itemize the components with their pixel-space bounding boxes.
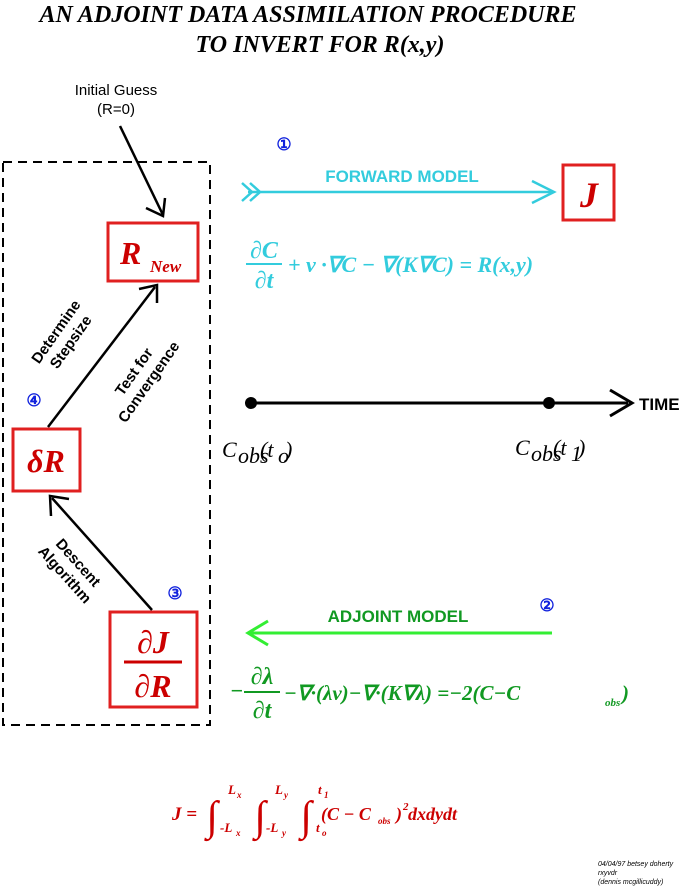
forward-arrow-tail xyxy=(241,182,262,202)
cost-int3-top: t xyxy=(318,782,322,797)
cost-body: (C − C xyxy=(321,804,372,825)
cost-int3-bot: t xyxy=(316,820,320,835)
forward-arrow-head xyxy=(531,179,557,205)
cost-int1-bot: -L xyxy=(220,820,232,835)
obs-t1-close: ) xyxy=(576,435,585,460)
adjoint-arrow-head xyxy=(245,619,269,647)
initial-guess-value: (R=0) xyxy=(97,101,135,118)
obs-t1-arg: (t xyxy=(553,435,567,460)
descent-arrow xyxy=(51,497,153,611)
adjoint-model-label: ADJOINT MODEL xyxy=(328,607,469,626)
time-label: TIME xyxy=(639,395,680,414)
cost-int3-bot-sub: o xyxy=(322,828,327,838)
update-arrow xyxy=(47,286,156,428)
forward-eq-numerator: ∂C xyxy=(250,238,279,264)
cost-lead: J = xyxy=(171,804,197,825)
determine-stepsize-label: Determine Stepsize xyxy=(28,297,95,372)
adjoint-eq-minus: − xyxy=(230,678,243,703)
obs-t0-arg-subscript: o xyxy=(278,443,289,468)
j-box xyxy=(561,163,616,222)
cost-integral-1: ∫ xyxy=(204,794,221,842)
step-2-marker: ② xyxy=(539,596,554,615)
initial-guess-label: Initial Guess xyxy=(75,82,158,99)
forward-eq-rest: + v ·∇C − ∇(K∇C) = R(x,y) xyxy=(288,252,533,277)
obs-point-t1 xyxy=(543,397,555,409)
cost-int2-top: L xyxy=(274,782,283,797)
cost-tail: dxdydt xyxy=(408,804,458,824)
cost-int2-bot-sub: y xyxy=(281,828,287,838)
dj-dr-box xyxy=(108,610,199,709)
cost-int1-bot-sub: x xyxy=(235,828,241,838)
r-new-subscript: New xyxy=(149,257,182,276)
cost-body-sub: obs xyxy=(378,816,391,826)
initial-guess-arrow xyxy=(118,125,165,216)
cost-int3-top-sub: 1 xyxy=(324,790,329,800)
cost-power: 2 xyxy=(402,801,409,813)
cost-int1-top: L xyxy=(227,782,236,797)
title-line-2: TO INVERT FOR R(x,y) xyxy=(196,32,445,58)
obs-t1-arg-subscript: 1 xyxy=(571,441,582,466)
dj-dr-numerator: ∂J xyxy=(137,624,170,660)
obs-t0-subscript: obs xyxy=(238,443,269,468)
cost-int2-bot: -L xyxy=(266,820,278,835)
footer-line-1: 04/04/97 betsey doherty xyxy=(598,861,674,868)
adjoint-eq-subscript: obs xyxy=(605,697,620,709)
cost-integral-2: ∫ xyxy=(252,794,269,842)
initial-guess-arrowhead xyxy=(145,197,167,218)
j-symbol: J xyxy=(579,175,599,215)
adjoint-eq-numerator: ∂λ xyxy=(251,664,274,690)
title-line-1: AN ADJOINT DATA ASSIMILATION PROCEDURE xyxy=(37,2,576,28)
obs-t1-subscript: obs xyxy=(531,441,562,466)
iteration-loop-box xyxy=(2,161,211,726)
step-4-marker: ④ xyxy=(26,391,41,410)
r-new-box xyxy=(106,221,200,283)
cost-int2-top-sub: y xyxy=(283,790,289,800)
obs-point-t0 xyxy=(245,397,257,409)
adjoint-eq-denominator: ∂t xyxy=(253,698,273,724)
delta-r-box xyxy=(11,427,82,493)
update-arrowhead xyxy=(138,283,159,303)
step-1-marker: ① xyxy=(276,135,291,154)
obs-t0-close: ) xyxy=(283,437,292,462)
footer-line-3: (dennis mcgillicuddy) xyxy=(598,879,663,886)
obs-t0-symbol: C xyxy=(222,437,237,462)
delta-r-symbol: δR xyxy=(27,443,65,479)
descent-arrowhead xyxy=(48,494,70,517)
forward-eq-denominator: ∂t xyxy=(255,268,275,294)
cost-integral-3: ∫ xyxy=(298,794,315,842)
step-3-marker: ③ xyxy=(167,584,182,603)
forward-model-label: FORWARD MODEL xyxy=(325,167,479,186)
adjoint-eq-close: ) xyxy=(620,681,629,705)
descent-algorithm-label: Descent Algorithm xyxy=(34,536,103,607)
dj-dr-denominator: ∂R xyxy=(134,668,171,704)
time-axis-arrowhead xyxy=(609,388,635,418)
cost-body-close: ) xyxy=(394,804,402,825)
obs-t0-arg: (t xyxy=(260,437,274,462)
footer-line-2: rxyvdr xyxy=(598,870,618,877)
cost-int1-top-sub: x xyxy=(236,790,242,800)
obs-t1-symbol: C xyxy=(515,435,530,460)
adjoint-eq-rest: −∇·(λv)−∇·(K∇λ) =−2(C−C xyxy=(284,681,521,705)
r-new-symbol: R xyxy=(119,235,141,271)
